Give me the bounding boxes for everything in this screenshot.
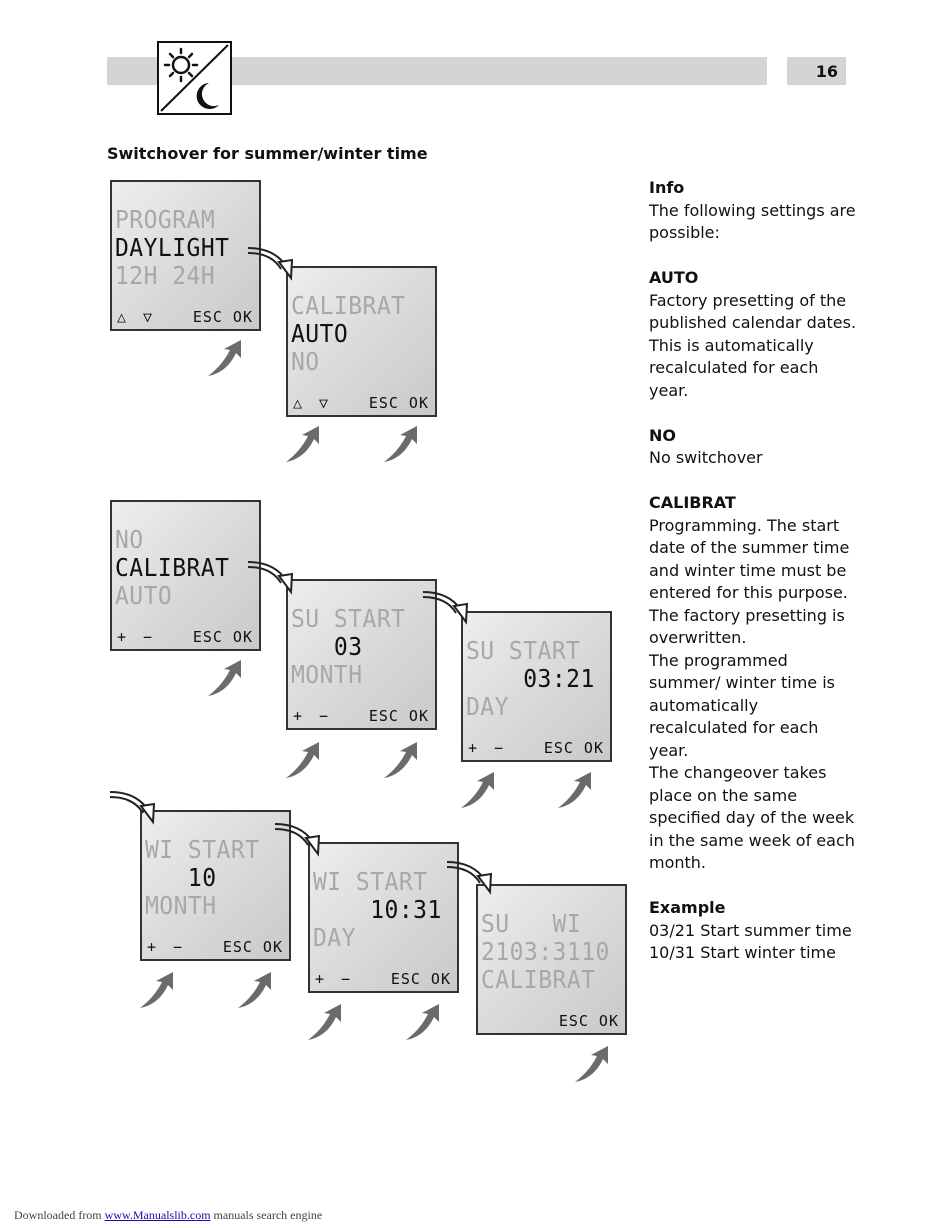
push-arrow: [461, 772, 494, 808]
info-column: Info The following settings are possible…: [649, 177, 859, 965]
push-arrow: [575, 1046, 608, 1082]
lcd-line: DAY: [466, 692, 509, 721]
lcd-keys-right: ESC OK: [192, 308, 253, 326]
example-line-1: 03/21 Start summer time: [649, 920, 852, 940]
lcd-line: CALIBRAT: [291, 291, 406, 320]
lcd-keys-right: ESC OK: [543, 739, 604, 757]
lcd-keys-right: ESC OK: [192, 628, 253, 646]
lcd-controls: △ ▽ ESC OK: [115, 302, 255, 326]
lcd-line: 12H 24H: [115, 261, 216, 290]
calibrat-text-2: The programmed summer/ winter time is au…: [649, 650, 836, 760]
lcd-controls: ESC OK: [481, 1006, 621, 1030]
push-arrow: [286, 742, 319, 778]
lcd-line: MONTH: [145, 891, 217, 920]
lcd-line: DAYLIGHT: [115, 233, 230, 262]
lcd-controls: + − ESC OK: [313, 964, 453, 988]
calibrat-text: Programming. The start date of the summe…: [649, 515, 850, 648]
push-arrow: [140, 972, 173, 1008]
lcd-line: 10:31: [313, 895, 442, 924]
lcd-keys-left: + −: [293, 707, 333, 725]
lcd-line: SU START: [291, 604, 406, 633]
lcd-line: 10: [145, 863, 217, 892]
lcd-controls: △ ▽ ESC OK: [291, 388, 431, 412]
lcd-line: NO: [115, 525, 144, 554]
push-arrow: [238, 972, 271, 1008]
info-heading: Info: [649, 178, 685, 197]
lcd-controls: + − ESC OK: [466, 733, 606, 757]
footer-suffix: manuals search engine: [213, 1208, 323, 1222]
lcd-line: SU WI: [481, 909, 582, 938]
lcd-keys-left: + −: [315, 970, 355, 988]
lcd-keys-right: ESC OK: [390, 970, 451, 988]
lcd-keys-right: ESC OK: [368, 394, 429, 412]
page-number: 16: [787, 57, 846, 85]
push-arrow: [308, 1004, 341, 1040]
sun-moon-icon: [157, 41, 232, 115]
push-arrow: [208, 340, 241, 376]
lcd-line: WI START: [145, 835, 260, 864]
lcd-line: NO: [291, 347, 320, 376]
lcd-keys-left: + −: [117, 628, 157, 646]
lcd-controls: + − ESC OK: [291, 701, 431, 725]
lcd-line: 03:21: [466, 664, 595, 693]
no-heading: NO: [649, 425, 676, 445]
push-arrow: [384, 426, 417, 462]
lcd-line: SU START: [466, 636, 581, 665]
lcd-keys-left: △ ▽: [117, 308, 157, 326]
lcd-keys-left: + −: [147, 938, 187, 956]
footer-prefix: Downloaded from: [14, 1208, 102, 1222]
lcd-line: 03: [291, 632, 363, 661]
lcd-line: CALIBRAT: [481, 965, 596, 994]
no-text: No switchover: [649, 448, 763, 467]
lcd-line: 2103:3110: [481, 937, 610, 966]
push-arrow: [286, 426, 319, 462]
lcd-line: PROGRAM: [115, 205, 216, 234]
example-heading: Example: [649, 898, 726, 917]
push-arrow: [558, 772, 591, 808]
calibrat-text-3: The changeover takes place on the same s…: [649, 763, 855, 872]
lcd-controls: + − ESC OK: [145, 932, 285, 956]
lcd-keys-right: ESC OK: [558, 1012, 619, 1030]
footer-link[interactable]: www.Manualslib.com: [104, 1208, 211, 1222]
lcd-line: AUTO: [291, 319, 349, 348]
auto-text: Factory presetting of the published cale…: [649, 290, 857, 400]
example-line-2: 10/31 Start winter time: [649, 943, 836, 962]
lcd-line: AUTO: [115, 581, 173, 610]
footer: Downloaded from www.Manualslib.com manua…: [14, 1208, 322, 1223]
lcd-keys-left: + −: [468, 739, 508, 757]
info-text: The following settings are possible:: [649, 200, 856, 243]
lcd-keys-right: ESC OK: [222, 938, 283, 956]
lcd-line: WI START: [313, 867, 428, 896]
push-arrow: [208, 660, 241, 696]
auto-heading: AUTO: [649, 268, 699, 287]
lcd-controls: + − ESC OK: [115, 622, 255, 646]
lcd-line: MONTH: [291, 660, 363, 689]
lcd-keys-right: ESC OK: [368, 707, 429, 725]
lcd-line: CALIBRAT: [115, 553, 230, 582]
lcd-keys-left: △ ▽: [293, 394, 333, 412]
lcd-line: DAY: [313, 923, 356, 952]
push-arrow: [384, 742, 417, 778]
push-arrow: [406, 1004, 439, 1040]
section-title: Switchover for summer/winter time: [107, 144, 428, 163]
calibrat-heading: CALIBRAT: [649, 493, 736, 512]
